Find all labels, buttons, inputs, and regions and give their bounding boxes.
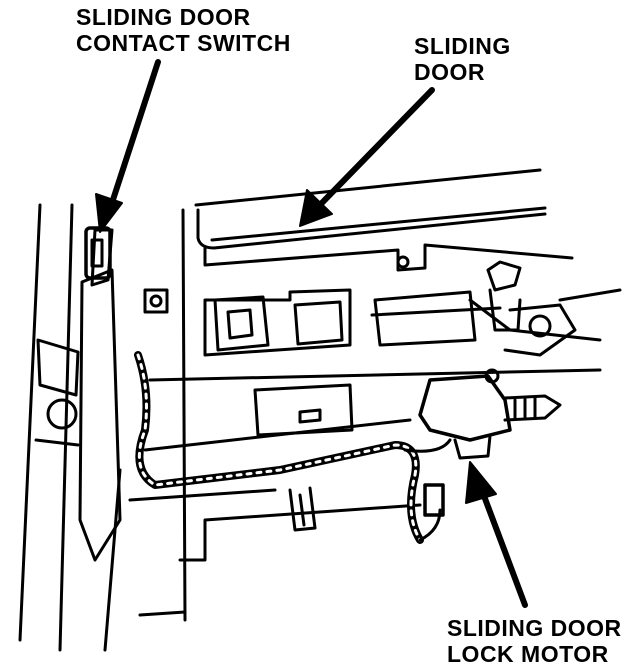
arrow-to-contact-switch xyxy=(105,59,161,218)
label-lock-motor: SLIDING DOOR LOCK MOTOR xyxy=(447,615,622,667)
lock-motor-part xyxy=(418,368,562,460)
body-pillar xyxy=(18,203,122,652)
arrow-to-sliding-door xyxy=(312,87,435,213)
arrows xyxy=(95,59,528,608)
door-square-bracket xyxy=(143,288,169,314)
sliding-door-body xyxy=(128,168,602,622)
label-sliding-door-line1: SLIDING xyxy=(414,33,511,59)
label-lock-motor-line1: SLIDING DOOR xyxy=(447,615,622,641)
label-contact-switch-line2: CONTACT SWITCH xyxy=(76,30,291,56)
arrow-to-lock-motor xyxy=(475,477,528,608)
label-sliding-door-line2: DOOR xyxy=(414,59,485,85)
wiring-harness xyxy=(134,351,452,544)
arrow-to-contact-switch-head xyxy=(95,193,123,233)
label-sliding-door: SLIDING DOOR xyxy=(414,33,511,85)
arrow-to-lock-motor-head xyxy=(465,461,497,504)
label-contact-switch-line1: SLIDING DOOR xyxy=(76,4,251,30)
label-contact-switch: SLIDING DOOR CONTACT SWITCH xyxy=(76,4,291,56)
door-panel-cutouts xyxy=(203,288,502,437)
arrow-to-sliding-door-head xyxy=(299,189,333,227)
lower-brackets xyxy=(288,486,317,532)
label-lock-motor-line2: LOCK MOTOR xyxy=(447,641,609,667)
contact-switch-part xyxy=(84,226,112,280)
latch-assembly xyxy=(468,260,622,357)
